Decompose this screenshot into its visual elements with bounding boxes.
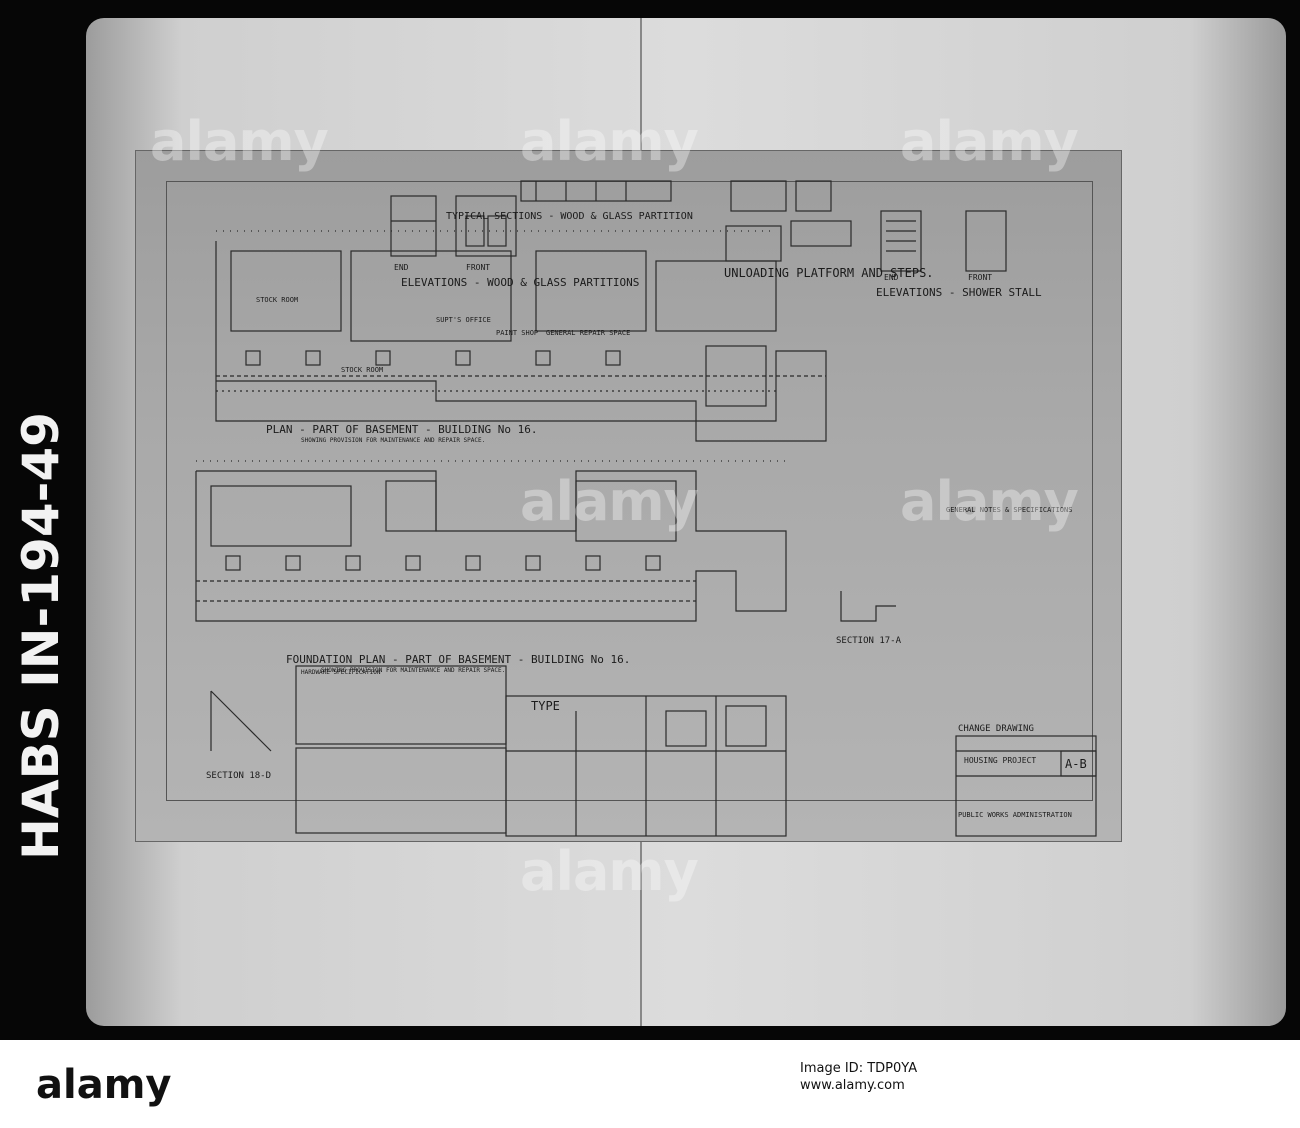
watermark-1: alamy [150, 110, 329, 173]
room-label-paint: PAINT SHOP [496, 329, 539, 337]
section-17a-label: SECTION 17-A [836, 636, 902, 646]
basement-plan-title: PLAN - PART OF BASEMENT - BUILDING No 16… [266, 423, 538, 436]
typical-sections-title: TYPICAL SECTIONS - WOOD & GLASS PARTITIO… [446, 211, 693, 222]
room-label-stock-2: STOCK ROOM [341, 366, 384, 374]
watermark-4: alamy [520, 470, 699, 533]
room-label-stock-1: STOCK ROOM [256, 296, 299, 304]
hardware-spec-title: HARDWARE SPECIFICATION [301, 669, 381, 676]
habs-marking-text: HABS IN-194-49 [12, 412, 70, 860]
blueprint-drawing [195, 180, 1097, 837]
stock-info: Image ID: TDP0YA www.alamy.com [800, 1060, 917, 1094]
room-label-office: SUPT'S OFFICE [436, 316, 491, 324]
room-label-repair: GENERAL REPAIR SPACE [546, 329, 631, 337]
alamy-url[interactable]: www.alamy.com [800, 1078, 905, 1093]
shower-end-label: END [884, 273, 899, 282]
type-table-title: TYPE [531, 699, 560, 713]
footer-bar [0, 1040, 1300, 1128]
front-label: FRONT [466, 263, 491, 272]
housing-project-label: HOUSING PROJECT [964, 756, 1037, 765]
watermark-2: alamy [520, 110, 699, 173]
habs-marking: HABS IN-194-49 [12, 412, 70, 860]
change-drawing-label: CHANGE DRAWING [958, 724, 1034, 734]
unloading-platform-title: UNLOADING PLATFORM AND STEPS. [724, 266, 934, 280]
section-18d-label: SECTION 18-D [206, 771, 272, 781]
shower-front-label: FRONT [968, 273, 993, 282]
end-label: END [394, 263, 409, 272]
blueprint-sheet: TYPICAL SECTIONS - WOOD & GLASS PARTITIO… [135, 150, 1122, 842]
watermark-6: alamy [520, 840, 699, 903]
sheet-number: A-B [1065, 757, 1087, 771]
general-notes-title: GENERAL NOTES & SPECIFICATIONS [946, 506, 1073, 514]
watermark-3: alamy [900, 110, 1079, 173]
basement-plan-subtitle: SHOWING PROVISION FOR MAINTENANCE AND RE… [301, 437, 486, 444]
alamy-logo[interactable]: alamy [36, 1062, 172, 1108]
foundation-plan-title: FOUNDATION PLAN - PART OF BASEMENT - BUI… [286, 653, 631, 666]
partitions-elevations-title: ELEVATIONS - WOOD & GLASS PARTITIONS [401, 276, 640, 289]
watermark-5: alamy [900, 470, 1079, 533]
foundation-plan-subtitle: SHOWING PROVISION FOR MAINTENANCE AND RE… [321, 667, 506, 674]
image-id: Image ID: TDP0YA [800, 1061, 918, 1076]
shower-stall-title: ELEVATIONS - SHOWER STALL [876, 286, 1042, 299]
pwa-label: PUBLIC WORKS ADMINISTRATION [958, 811, 1072, 819]
